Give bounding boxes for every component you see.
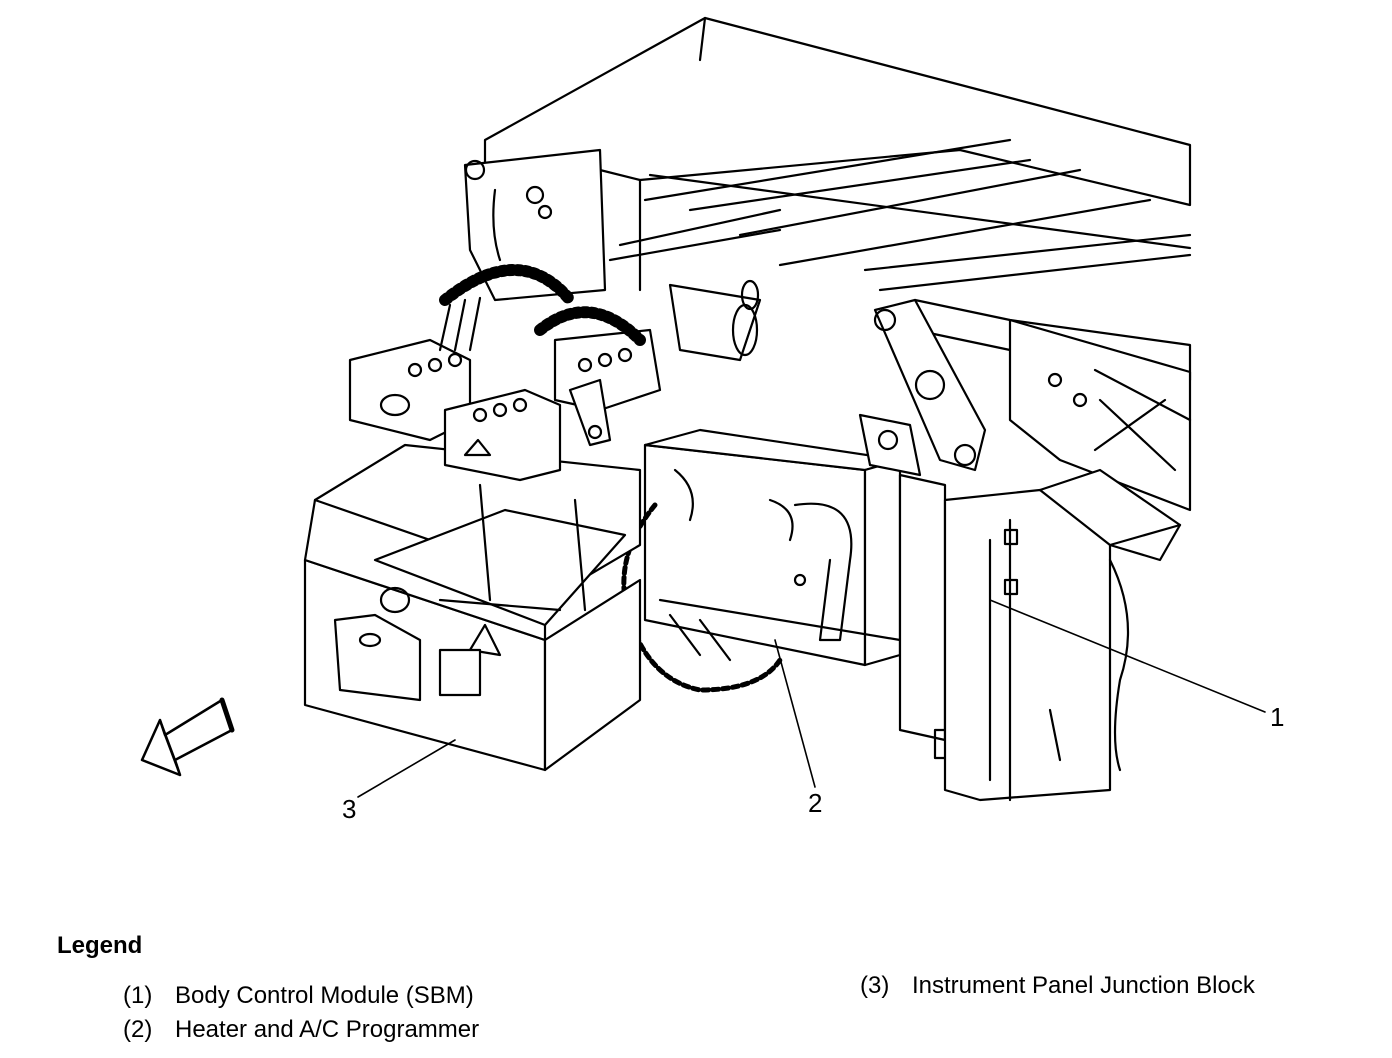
component-illustration (140, 16, 1266, 802)
body-control-module (943, 468, 1182, 802)
callout-2: 2 (808, 788, 823, 818)
callout-1: 1 (1270, 702, 1285, 732)
callout-3: 3 (342, 794, 357, 824)
legend-item-label: Body Control Module (SBM) (175, 982, 474, 1009)
hvac-frame (463, 16, 1192, 512)
legend-item-2: (2) Heater and A/C Programmer (123, 1016, 479, 1044)
legend-item-label: Instrument Panel Junction Block (912, 972, 1255, 999)
instrument-panel-junction-block (303, 264, 662, 772)
forward-arrow-icon (140, 697, 235, 777)
legend-item-1: (1) Body Control Module (SBM) (123, 982, 474, 1010)
legend-item-3: (3) Instrument Panel Junction Block (860, 972, 1255, 1000)
legend-item-label: Heater and A/C Programmer (175, 1016, 480, 1043)
heater-ac-programmer (621, 413, 961, 760)
leader-lines (357, 599, 1266, 798)
legend-item-number: (2) (123, 1016, 153, 1043)
legend-item-number: (1) (123, 982, 153, 1009)
legend-item-number: (3) (860, 972, 890, 999)
legend-title: Legend (57, 932, 143, 959)
